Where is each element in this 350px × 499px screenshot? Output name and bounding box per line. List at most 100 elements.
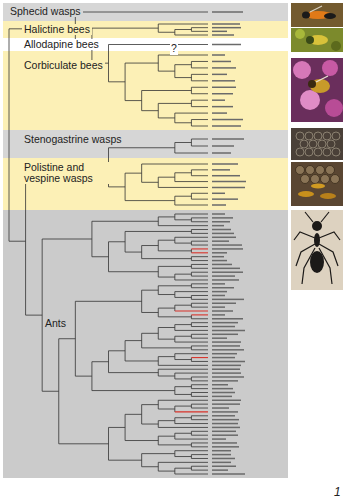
insect-photos [291, 3, 343, 290]
tree-branch [142, 347, 192, 348]
tree-branch [191, 458, 208, 459]
tree-branch [175, 297, 192, 298]
tree-branch [92, 221, 158, 222]
tree-branch [191, 218, 192, 222]
tree-branch [158, 471, 175, 472]
tree-branch [191, 126, 208, 127]
tree-branch [125, 360, 158, 361]
tree-branch [109, 81, 126, 82]
tree-branch [191, 230, 192, 234]
taxon-mark [212, 403, 240, 405]
tree-branch [125, 414, 142, 415]
tree-branch [42, 391, 59, 392]
taxon-mark [212, 295, 225, 297]
tree-branch [191, 315, 192, 319]
tree-branch [142, 466, 159, 467]
tree-branch [191, 393, 192, 397]
tree-branch [141, 290, 142, 312]
tree-branch [191, 170, 192, 176]
tree-branch [174, 354, 175, 360]
tree-branch [191, 392, 208, 393]
tree-branch [191, 249, 192, 253]
tree-branch [175, 64, 192, 65]
taxon-mark [212, 237, 236, 239]
tree-branch [175, 214, 208, 215]
taxon-mark [212, 322, 238, 324]
clade-band: Ants [3, 210, 288, 478]
taxon-mark [212, 283, 225, 285]
tree-branch [191, 299, 208, 300]
tree-branch [125, 341, 126, 361]
figure-number: 1 [333, 482, 342, 499]
tree-branch [175, 274, 192, 275]
taxon-mark [212, 427, 240, 429]
tree-branch [191, 377, 192, 381]
tree-branch [191, 268, 208, 269]
tree-branch [191, 193, 208, 194]
tree-branch [175, 378, 192, 379]
tree-branch [175, 181, 208, 182]
tree-branch [58, 339, 59, 444]
phylogenetic-tree [9, 12, 246, 474]
taxon-mark [212, 138, 244, 140]
clade-band: Halictine bees [3, 21, 288, 38]
tree-branch [125, 100, 142, 101]
tree-branch [142, 404, 159, 405]
tree-branch [109, 427, 126, 428]
taxon-mark [212, 434, 238, 436]
tree-branch [175, 474, 208, 475]
tree-branch [158, 250, 191, 251]
taxon-mark [212, 240, 229, 242]
tree-branch [191, 264, 192, 268]
tree-branch [109, 44, 209, 45]
taxon-mark [212, 31, 227, 33]
taxon-mark [212, 229, 231, 231]
tree-branch [125, 200, 175, 201]
tree-branch [158, 266, 159, 277]
taxon-mark [212, 365, 241, 367]
tree-branch [191, 358, 192, 362]
tree-branch [191, 272, 208, 273]
tree-branch [191, 470, 208, 471]
taxon-mark [212, 268, 240, 270]
tree-branch [191, 303, 208, 304]
tree-branch [142, 90, 192, 91]
tree-branch [191, 233, 208, 234]
clade-label: Ants [43, 318, 68, 329]
tree-branch [191, 256, 208, 257]
tree-branch [175, 142, 192, 143]
tree-branch [191, 87, 192, 93]
tree-branch [108, 242, 109, 272]
tree-branch [175, 359, 192, 360]
tree-branch [191, 431, 208, 432]
taxon-mark [212, 193, 225, 195]
tree-branch [191, 31, 208, 32]
taxon-mark [212, 279, 239, 281]
tree-branch [191, 384, 208, 385]
taxon-mark [212, 473, 245, 475]
tree-branch [191, 334, 208, 335]
tree-branch [191, 120, 192, 126]
tree-branch [191, 260, 208, 261]
tree-branch [191, 388, 208, 389]
tree-branch [191, 252, 208, 253]
tree-branch [191, 221, 208, 222]
clade-label: Halictine bees [22, 24, 92, 35]
tree-branch [75, 12, 208, 13]
taxon-mark [212, 221, 230, 223]
tree-branch [175, 324, 192, 325]
tree-branch [174, 237, 175, 243]
tree-branch [191, 442, 208, 443]
taxon-mark [212, 152, 231, 154]
tree-branch [191, 318, 208, 319]
tree-branch [191, 466, 208, 467]
tree-branch [191, 323, 192, 327]
tree-branch [158, 103, 159, 118]
taxon-mark [212, 349, 244, 351]
taxon-mark [212, 87, 236, 89]
tree-branch [191, 334, 192, 338]
tree-branch [174, 65, 175, 78]
tree-branch [175, 450, 208, 451]
tree-branch [191, 169, 208, 170]
